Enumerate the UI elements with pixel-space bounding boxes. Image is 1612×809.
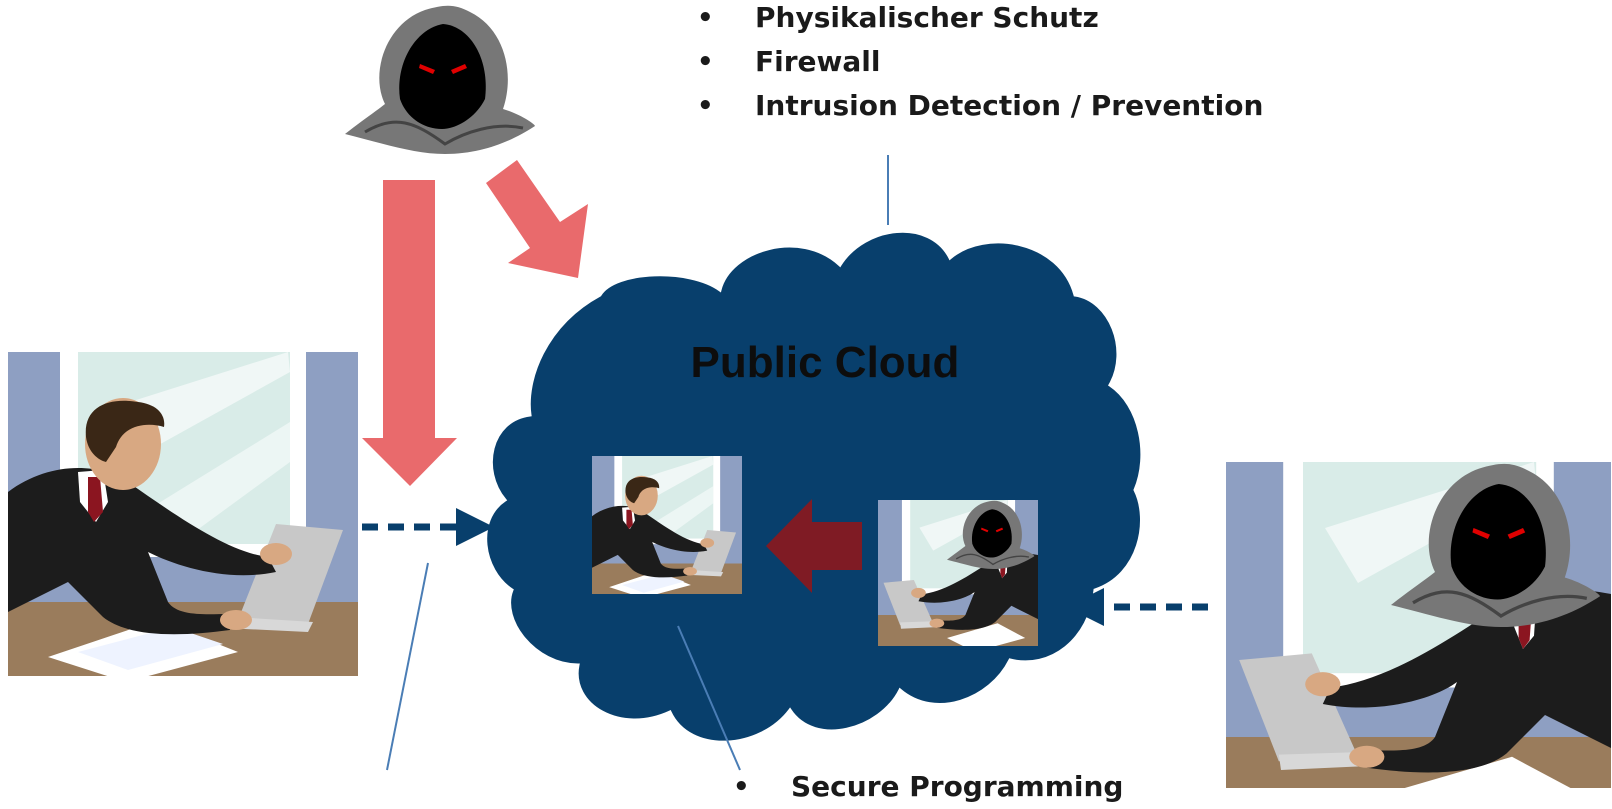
cloud-hacker-instance-icon xyxy=(878,500,1039,652)
hooded-hacker-icon xyxy=(343,4,537,156)
security-measures-list: Physikalischer Schutz Firewall Intrusion… xyxy=(697,0,1263,128)
attack-arrow-diagonal xyxy=(486,160,588,278)
list-item: Intrusion Detection / Prevention xyxy=(697,84,1263,128)
attack-arrow-down xyxy=(362,180,457,486)
cloud-user-instance-icon xyxy=(592,456,742,594)
cloud-label: Public Cloud xyxy=(690,338,960,387)
user-connection-arrow xyxy=(362,508,494,546)
application-measures-list: Secure Programming xyxy=(733,765,1123,809)
list-item: Firewall xyxy=(697,40,1263,84)
cross-tenant-attack-arrow xyxy=(766,499,862,593)
list-item: Physikalischer Schutz xyxy=(697,0,1263,40)
hooded-hacker-at-laptop-icon xyxy=(1226,462,1611,807)
hacker-connection-arrow xyxy=(1066,588,1208,626)
list-item: Secure Programming xyxy=(733,765,1123,809)
callout-line-cloud xyxy=(677,625,741,771)
callout-line-left xyxy=(386,562,429,771)
businessman-at-laptop-icon xyxy=(8,352,358,676)
public-cloud-shape xyxy=(484,229,1144,744)
